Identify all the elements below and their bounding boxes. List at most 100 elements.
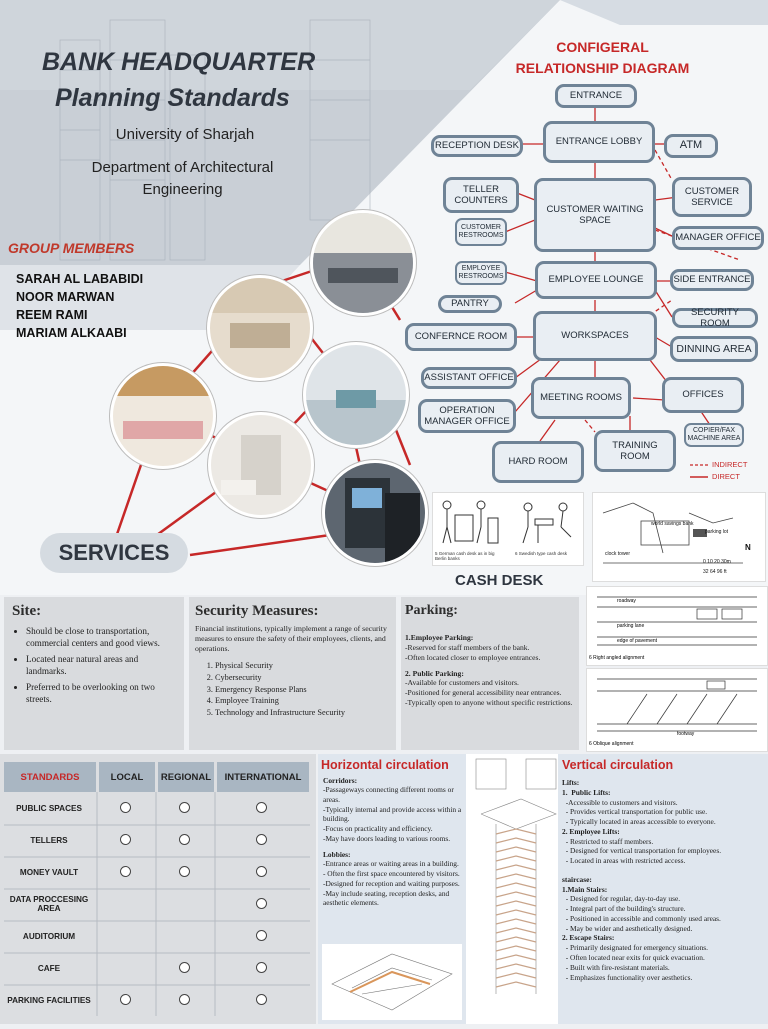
map-label-parking: parking lot bbox=[705, 529, 729, 535]
site-panel: Site: Should be close to transportation,… bbox=[4, 597, 184, 750]
parking-panel: Parking: 1.Employee Parking: -Reserved f… bbox=[401, 597, 579, 750]
standard-regional-radio[interactable] bbox=[179, 802, 190, 813]
standard-regional-radio[interactable] bbox=[179, 962, 190, 973]
standard-local-radio[interactable] bbox=[120, 866, 131, 877]
department-line1: Department of Architectural bbox=[91, 159, 274, 176]
standards-row-label: PARKING FACILITIES bbox=[7, 995, 91, 1005]
standards-row-label: AUDITORIUM bbox=[22, 931, 76, 941]
label-roadway: roadway bbox=[617, 598, 636, 604]
public-parking-line: -Typically open to anyone without specif… bbox=[405, 698, 573, 708]
standard-international-radio[interactable] bbox=[256, 962, 267, 973]
security-item: Technology and Infrastructure Security bbox=[215, 707, 390, 719]
parking-right-angle-figure: roadway parking lane edge of pavement 6 … bbox=[586, 586, 768, 666]
horizontal-plan-sketch bbox=[322, 944, 462, 1020]
atm-photo bbox=[322, 460, 428, 566]
horizontal-circulation-panel: Horizontal circulation Corridors: -Passa… bbox=[318, 754, 466, 1024]
department-line2: Engineering bbox=[142, 181, 223, 198]
international-col-header: INTERNATIONAL bbox=[217, 762, 309, 792]
vertical-circulation-panel: Vertical circulation Lifts:1. Public Lif… bbox=[558, 754, 768, 1024]
security-item: Physical Security bbox=[215, 660, 390, 672]
vertical-line: - May be wider and aesthetically designe… bbox=[562, 923, 693, 933]
stair-step bbox=[495, 846, 537, 853]
standards-row-label: TELLERS bbox=[30, 835, 68, 845]
corridors-title: Corridors: bbox=[323, 776, 358, 785]
parking-heading: Parking: bbox=[405, 603, 458, 618]
stair-step bbox=[495, 855, 537, 862]
group-members-heading: GROUP MEMBERS bbox=[8, 240, 135, 256]
standard-international-radio[interactable] bbox=[256, 802, 267, 813]
standard-international-radio[interactable] bbox=[256, 834, 267, 845]
vertical-line: - Emphasizes functionality over aestheti… bbox=[562, 972, 693, 982]
security-list: Physical Security Cybersecurity Emergenc… bbox=[195, 660, 390, 718]
member-name: REEM RAMI bbox=[16, 308, 88, 322]
teller-hall-photo bbox=[207, 275, 313, 381]
poster-title: BANK HEADQUARTER bbox=[42, 48, 316, 76]
diagram-title-line1: CONFIGERAL bbox=[556, 39, 649, 55]
corridors-line: -Focus on practicality and efficiency. bbox=[323, 824, 433, 834]
standard-regional-radio[interactable] bbox=[179, 834, 190, 845]
label-edge: edge of pavement bbox=[617, 638, 658, 644]
stair-step bbox=[495, 954, 537, 961]
label-parking-lane: parking lane bbox=[617, 623, 645, 629]
standard-regional-radio[interactable] bbox=[179, 866, 190, 877]
corridors-line: -May have doors leading to various rooms… bbox=[323, 833, 451, 843]
lobbies-line: - Often the first space encountered by v… bbox=[323, 869, 460, 879]
node-pantry: PANTRY bbox=[438, 295, 502, 313]
university-name: University of Sharjah bbox=[115, 126, 255, 143]
standard-regional-radio[interactable] bbox=[179, 994, 190, 1005]
vertical-line: - Positioned in accessible and commonly … bbox=[562, 913, 721, 923]
standard-local-radio[interactable] bbox=[120, 802, 131, 813]
security-item: Emergency Response Plans bbox=[215, 684, 390, 696]
fig-oblique-caption: 6 Oblique alignment bbox=[589, 741, 634, 747]
vertical-line: - Designed for vertical transportation f… bbox=[562, 846, 722, 856]
standard-local-radio[interactable] bbox=[120, 994, 131, 1005]
node-atm: ATM bbox=[664, 134, 718, 158]
vertical-text: Lifts:1. Public Lifts: -Accessible to cu… bbox=[562, 778, 766, 982]
fig6-caption: 6 Swedish type cash desk bbox=[515, 551, 568, 556]
node-customer-restrooms: CUSTOMER RESTROOMS bbox=[455, 218, 507, 246]
security-heading: Security Measures: bbox=[195, 603, 319, 619]
vertical-line: - Often located near exits for quick eva… bbox=[562, 953, 705, 963]
vertical-circulation-illustration bbox=[466, 754, 566, 1024]
label-footway: footway bbox=[677, 731, 695, 737]
employee-parking-line: -Often located closer to employee entran… bbox=[405, 652, 541, 662]
vertical-line: - Typically located in areas accessible … bbox=[562, 817, 716, 827]
vertical-line: - Located in areas with restricted acces… bbox=[562, 856, 686, 866]
stair-step bbox=[495, 828, 537, 835]
site-map-sketch: world savings bank parking lot clock tow… bbox=[592, 492, 766, 582]
standards-col-header: STANDARDS bbox=[4, 762, 96, 792]
vertical-line: Lifts: bbox=[562, 778, 580, 787]
legend-indirect: INDIRECT bbox=[712, 460, 748, 469]
map-scale-metric: 0 10 20 30m bbox=[703, 559, 731, 565]
corridors-line: -Passageways connecting different rooms … bbox=[323, 785, 454, 804]
fig-right-caption: 6 Right angled alignment bbox=[589, 655, 645, 661]
node-employee-lounge: EMPLOYEE LOUNGE bbox=[535, 261, 657, 299]
stair-step bbox=[495, 882, 537, 889]
vertical-line: - Designed for regular, day-to-day use. bbox=[562, 894, 681, 904]
map-label-clock: clock tower bbox=[605, 551, 631, 557]
stair-step bbox=[495, 918, 537, 925]
site-item: Located near natural areas and landmarks… bbox=[26, 654, 176, 678]
regional-col-header: REGIONAL bbox=[158, 762, 214, 792]
standard-local-radio[interactable] bbox=[120, 834, 131, 845]
node-manager-office: MANAGER OFFICE bbox=[672, 226, 764, 250]
node-customer-service: CUSTOMER SERVICE bbox=[672, 177, 752, 217]
corridors-text: -Passageways connecting different rooms … bbox=[323, 785, 463, 908]
node-assistant-office: ASSISTANT OFFICE bbox=[421, 367, 517, 389]
stair-step bbox=[495, 972, 537, 979]
standard-international-radio[interactable] bbox=[256, 930, 267, 941]
standard-international-radio[interactable] bbox=[256, 866, 267, 877]
employee-parking-line: -Reserved for staff members of the bank. bbox=[405, 642, 530, 652]
stair-step bbox=[495, 981, 537, 988]
public-parking-title: 2. Public Parking: bbox=[405, 668, 464, 678]
standards-row-label: MONEY VAULT bbox=[19, 867, 79, 877]
office-photo bbox=[208, 412, 314, 518]
security-intro: Financial institutions, typically implem… bbox=[195, 624, 387, 654]
vertical-line: - Integral part of the building's struct… bbox=[562, 904, 686, 914]
stair-step bbox=[495, 963, 537, 970]
standard-international-radio[interactable] bbox=[256, 994, 267, 1005]
vertical-line: 1. Public Lifts: bbox=[562, 787, 611, 797]
standard-international-radio[interactable] bbox=[256, 898, 267, 909]
local-col-header: LOCAL bbox=[99, 762, 155, 792]
public-parking-line: -Available for customers and visitors. bbox=[405, 678, 519, 688]
